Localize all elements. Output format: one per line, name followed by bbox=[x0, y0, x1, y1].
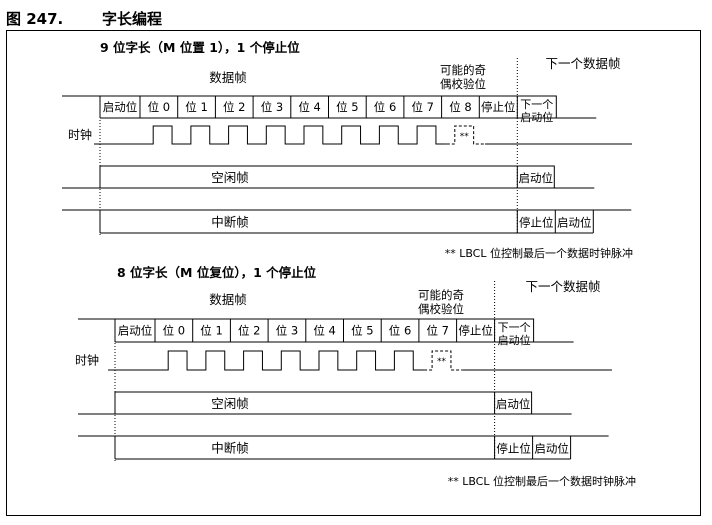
data-bit-label: 位 4 bbox=[298, 100, 320, 114]
data-frame-label: 数据帧 bbox=[209, 292, 247, 307]
next-start-label: 下一个 bbox=[520, 98, 553, 111]
idle-left-edge bbox=[78, 392, 116, 415]
data-frame-label: 数据帧 bbox=[209, 70, 247, 85]
next-start-label: 启动位 bbox=[520, 110, 553, 124]
parity-label: 偶校验位 bbox=[418, 302, 464, 316]
clock-last-pulse-dashed bbox=[446, 125, 485, 145]
idle-frame-label: 空闲帧 bbox=[211, 170, 249, 185]
frame-heading: 8 位字长（M 位复位），1 个停止位 bbox=[117, 265, 317, 280]
clock-marker: ** bbox=[460, 132, 470, 142]
start-bit-label: 启动位 bbox=[103, 100, 138, 114]
next-frame-label: 下一个数据帧 bbox=[525, 279, 600, 294]
break-stop-label: 停止位 bbox=[519, 216, 554, 230]
data-bit-label: 位 0 bbox=[148, 100, 170, 114]
break-frame-label: 中断帧 bbox=[211, 215, 249, 230]
next-frame-label: 下一个数据帧 bbox=[545, 56, 620, 71]
data-bit-label: 位 2 bbox=[238, 324, 260, 338]
clock-last-pulse-dashed bbox=[424, 350, 463, 371]
clock-label: 时钟 bbox=[68, 127, 92, 142]
break-start-label: 启动位 bbox=[557, 216, 592, 230]
parity-label: 偶校验位 bbox=[440, 77, 486, 91]
data-bit-label: 位 3 bbox=[261, 100, 283, 114]
idle-start-edge bbox=[517, 165, 595, 189]
break-left-edge bbox=[62, 209, 101, 233]
next-start-edge bbox=[494, 318, 574, 343]
stop-bit-label: 停止位 bbox=[458, 324, 493, 338]
break-left-edge bbox=[78, 435, 116, 459]
stop-bit-label: 停止位 bbox=[481, 100, 516, 114]
data-bit-label: 位 8 bbox=[449, 100, 471, 114]
clock-marker: ** bbox=[437, 357, 447, 367]
footnote: ** LBCL 位控制最后一个数据时钟脉冲 bbox=[448, 474, 636, 488]
data-bit-label: 位 7 bbox=[412, 100, 434, 114]
data-bit-label: 位 0 bbox=[163, 324, 185, 338]
next-start-label: 下一个 bbox=[498, 321, 531, 334]
data-bit-label: 位 6 bbox=[374, 100, 396, 114]
start-bit-label: 启动位 bbox=[118, 324, 153, 338]
idle-frame-label: 空闲帧 bbox=[211, 396, 249, 411]
data-bit-label: 位 5 bbox=[336, 100, 358, 114]
break-stop-label: 停止位 bbox=[496, 442, 531, 456]
idle-left-edge bbox=[62, 166, 101, 189]
data-bit-label: 位 5 bbox=[351, 324, 373, 338]
data-line-start-edge bbox=[78, 318, 116, 342]
next-start-edge bbox=[517, 95, 597, 119]
next-start-label: 启动位 bbox=[498, 333, 531, 347]
frame-heading: 9 位字长（M 位置 1），1 个停止位 bbox=[100, 40, 300, 55]
data-line-start-edge bbox=[62, 95, 101, 118]
clock-label: 时钟 bbox=[75, 353, 99, 368]
figure-title: 字长编程 bbox=[102, 10, 163, 28]
figure-number: 图 247. bbox=[6, 10, 64, 28]
footnote: ** LBCL 位控制最后一个数据时钟脉冲 bbox=[445, 246, 633, 260]
clock-pulses bbox=[94, 125, 447, 145]
data-bit-label: 位 1 bbox=[185, 100, 207, 114]
parity-label: 可能的奇 bbox=[440, 63, 486, 77]
idle-start-edge bbox=[494, 391, 572, 415]
break-end-edge bbox=[592, 209, 632, 233]
data-bit-label: 位 6 bbox=[389, 324, 411, 338]
break-start-label: 启动位 bbox=[534, 442, 569, 456]
idle-start-label: 启动位 bbox=[496, 397, 531, 411]
clock-pulses bbox=[108, 350, 425, 371]
break-end-edge bbox=[570, 435, 609, 459]
idle-start-label: 启动位 bbox=[519, 171, 554, 185]
data-bit-label: 位 7 bbox=[427, 324, 449, 338]
data-bit-label: 位 4 bbox=[313, 324, 335, 338]
parity-label: 可能的奇 bbox=[418, 288, 464, 302]
data-bit-label: 位 2 bbox=[223, 100, 245, 114]
data-bit-label: 位 3 bbox=[276, 324, 298, 338]
figure-frame bbox=[6, 30, 701, 516]
data-bit-label: 位 1 bbox=[200, 324, 222, 338]
break-frame-label: 中断帧 bbox=[211, 441, 249, 456]
